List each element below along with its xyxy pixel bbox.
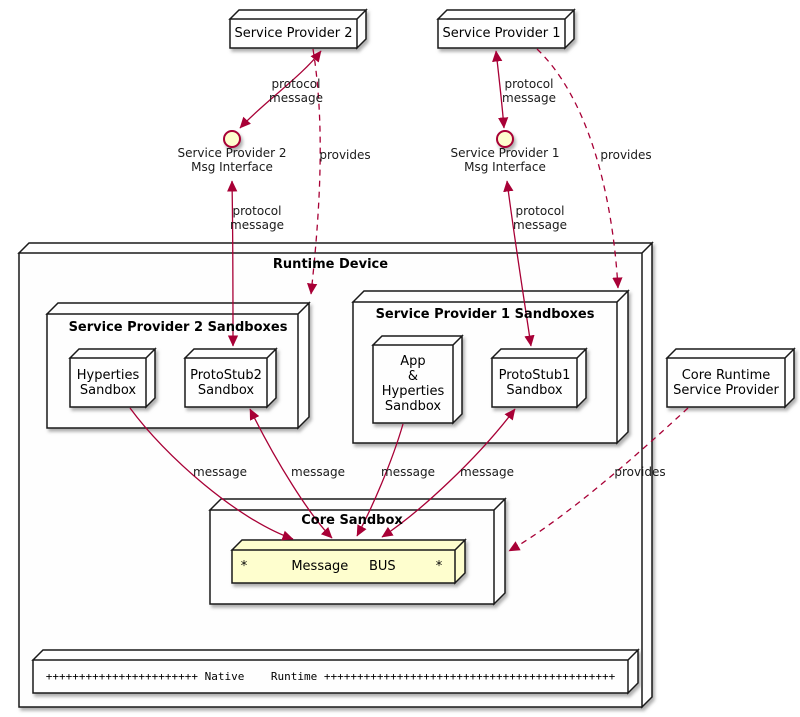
core-runtime-provider-label: Core Runtime Service Provider: [673, 367, 779, 398]
provides-label-sp2: provides: [319, 148, 371, 162]
provides-label-sp1: provides: [600, 148, 652, 162]
sp1-provider-box: [436, 8, 576, 50]
sp1-sandboxes-title: Service Provider 1 Sandboxes: [375, 307, 595, 322]
runtime-device-title: Runtime Device: [272, 257, 389, 272]
edge-protostub2-to-bus: [249, 408, 333, 539]
sp2-msg-interface-label: Service Provider 2 Msg Interface: [177, 146, 287, 174]
sp2-provider-label: Service Provider 2: [234, 26, 353, 41]
provides-label-core: provides: [614, 465, 666, 479]
sp2-provider-box: [228, 8, 368, 50]
hyperties-sandbox-box: [68, 347, 157, 409]
sp1-msg-interface-circle: [496, 130, 514, 148]
sp1-msg-interface-label: Service Provider 1 Msg Interface: [450, 146, 560, 174]
core-runtime-provider-box: [665, 347, 796, 409]
core-sandbox-title: Core Sandbox: [301, 513, 403, 528]
edge-sp1-provides: [536, 48, 623, 289]
sp1-provider-label: Service Provider 1: [442, 26, 561, 41]
message-label-1: message: [193, 465, 247, 479]
hyperties-sandbox-label: Hyperties Sandbox: [76, 367, 140, 398]
edge-msg-interface1-to-protostub1: [503, 180, 535, 347]
edge-core-runtime-provides: [508, 407, 689, 552]
protostub1-sandbox-box: [490, 347, 588, 409]
protocol-message-label-sp1-mid: protocol message: [513, 204, 567, 232]
sp2-sandboxes-title: Service Provider 2 Sandboxes: [68, 320, 288, 335]
protostub1-sandbox-label: ProtoStub1 Sandbox: [498, 367, 571, 398]
message-bus-box: [230, 538, 467, 585]
native-runtime-label: +++++++++++++++++++++++ Native Runtime +…: [45, 670, 616, 683]
edge-sp2-to-msg-interface: [239, 50, 322, 129]
message-bus-right-star: *: [435, 559, 443, 574]
protocol-message-label-sp1-top: protocol message: [502, 77, 556, 105]
message-bus-left-star: *: [240, 559, 248, 574]
edge-protostub1-to-bus: [381, 408, 516, 538]
edge-msg-interface2-to-protostub2: [227, 180, 239, 347]
protostub2-sandbox-box: [183, 347, 278, 409]
edge-sp2-provides: [307, 48, 321, 295]
message-label-3: message: [381, 465, 435, 479]
sp2-msg-interface-circle: [223, 130, 241, 148]
edge-sp1-to-msg-interface: [492, 50, 509, 129]
message-bus-label: Message BUS: [291, 559, 396, 574]
message-label-2: message: [291, 465, 345, 479]
native-runtime-box: [31, 648, 640, 695]
message-label-4: message: [460, 465, 514, 479]
protocol-message-label-sp2-top: protocol message: [269, 77, 323, 105]
protocol-message-label-sp2-mid: protocol message: [230, 204, 284, 232]
protostub2-sandbox-label: ProtoStub2 Sandbox: [190, 367, 262, 398]
app-hyperties-sandbox-label: App & Hyperties Sandbox: [381, 354, 445, 414]
